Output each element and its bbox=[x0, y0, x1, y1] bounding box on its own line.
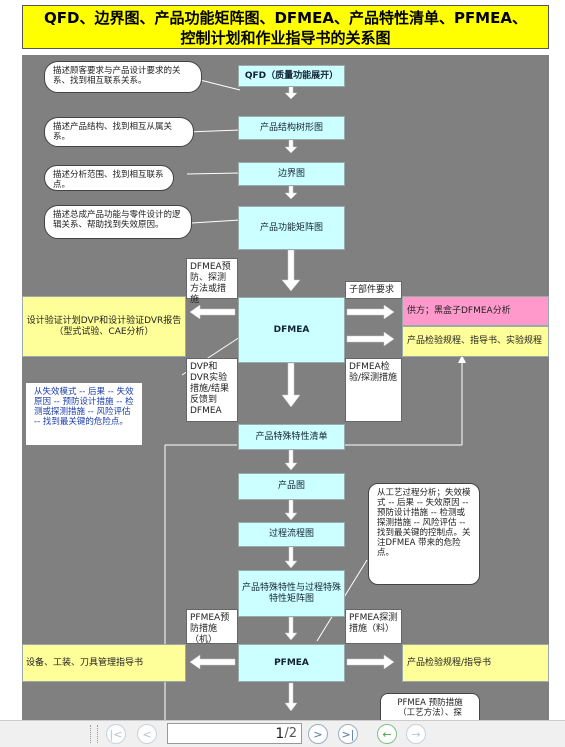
node-process-flow: 过程流程图 bbox=[238, 522, 345, 547]
viewer-toolbar: |< < 1 /2 > >| ← → bbox=[0, 720, 565, 747]
current-page: 1 bbox=[275, 725, 285, 742]
first-page-icon: |< bbox=[109, 727, 123, 741]
label-dvp-feedback: DVP和DVR实验措施/结果反馈到DFMEA bbox=[186, 358, 238, 422]
node-dfmea: DFMEA bbox=[238, 297, 345, 363]
label-dfmea-detect: DFMEA检验/探测措施 bbox=[345, 358, 402, 422]
forward-button[interactable]: → bbox=[406, 724, 426, 744]
prev-page-button[interactable]: < bbox=[137, 724, 157, 744]
label-sub-part: 子部件要求 bbox=[345, 281, 402, 299]
node-boundary: 边界图 bbox=[238, 162, 345, 186]
node-pfmea: PFMEA bbox=[238, 644, 345, 682]
label-pfmea-prevent: PFMEA预防措施（机） bbox=[186, 609, 238, 645]
last-page-button[interactable]: >| bbox=[338, 724, 358, 744]
next-page-button[interactable]: > bbox=[308, 724, 328, 744]
arrow-left-icon: ← bbox=[382, 727, 392, 741]
label-dfmea-prevent: DFMEA预防、探测方法或措施 bbox=[186, 258, 238, 305]
box-inspection-guide: 产品检验规程/指导书 bbox=[402, 644, 549, 682]
label-pfmea-detect: PFMEA探测措施（料） bbox=[345, 609, 402, 644]
box-dvp-dvr: 设计验证计划DVP和设计验证DVR报告（型式试验、CAE分析） bbox=[22, 296, 186, 357]
box-inspection-procedures: 产品检验规程、指导书、实验规程 bbox=[402, 326, 549, 357]
last-page-icon: >| bbox=[341, 727, 355, 741]
box-supplier-blackbox: 供方；黑盒子DFMEA分析 bbox=[402, 296, 549, 326]
structure-note: 描述产品结构、找到相互从属关系。 bbox=[44, 117, 194, 147]
node-structure-tree: 产品结构树形图 bbox=[238, 116, 345, 140]
qfd-note: 描述顾客要求与产品设计要求的关系、找到相互联系关系。 bbox=[44, 61, 202, 93]
node-qfd: QFD（质量功能展开） bbox=[238, 65, 345, 87]
pfmea-note: 从工艺过程分析；失效模式 -- 后果 -- 失效原因 -- 预防设计措施 -- … bbox=[368, 483, 480, 585]
node-char-matrix: 产品特殊特性与过程特殊特性矩阵图 bbox=[238, 570, 345, 617]
toolbar-grip[interactable] bbox=[90, 725, 98, 743]
back-button[interactable]: ← bbox=[377, 724, 397, 744]
dfmea-note: 从失效模式 -- 后果 -- 失效原因 -- 预防设计措施 -- 检测或探测措施… bbox=[26, 383, 142, 445]
box-equipment-tooling: 设备、工装、刀具管理指导书 bbox=[22, 644, 186, 682]
diagram-title: QFD、边界图、产品功能矩阵图、DFMEA、产品特性清单、PFMEA、 控制计划… bbox=[22, 5, 549, 49]
node-product-drawing: 产品图 bbox=[238, 473, 345, 500]
first-page-button[interactable]: |< bbox=[106, 724, 126, 744]
page-number-field[interactable]: 1 /2 bbox=[167, 723, 302, 744]
title-line-1: QFD、边界图、产品功能矩阵图、DFMEA、产品特性清单、PFMEA、 bbox=[44, 9, 527, 27]
arrow-right-icon: → bbox=[411, 727, 421, 741]
chevron-left-icon: < bbox=[142, 727, 152, 741]
total-pages: /2 bbox=[284, 726, 297, 741]
boundary-note: 描述分析范围、找到相互联系点。 bbox=[44, 165, 174, 191]
chevron-right-icon: > bbox=[313, 727, 323, 741]
diagram-canvas: 描述顾客要求与产品设计要求的关系、找到相互联系关系。 描述产品结构、找到相互从属… bbox=[22, 55, 549, 720]
node-special-char-list: 产品特殊特性清单 bbox=[238, 424, 345, 450]
node-function-matrix: 产品功能矩阵图 bbox=[238, 206, 345, 250]
pfmea-bottom-note: PFMEA 预防措施（工艺方法）、探 bbox=[380, 693, 480, 720]
function-note: 描述总成产品功能与零件设计的逻辑关系、帮助找到失效原因。 bbox=[44, 205, 192, 239]
title-line-2: 控制计划和作业指导书的关系图 bbox=[180, 29, 391, 47]
